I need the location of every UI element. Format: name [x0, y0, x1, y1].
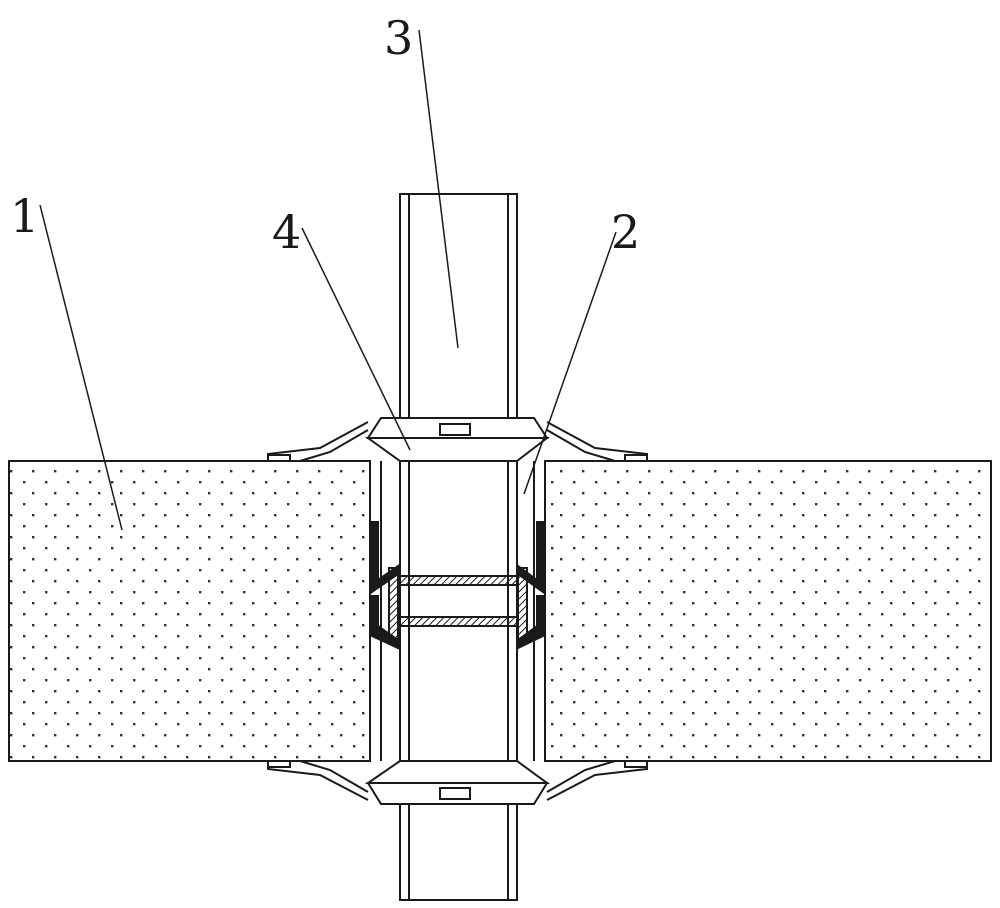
bottom-flange [267, 760, 648, 805]
inner-clamp [371, 521, 544, 650]
label-part-3: 3 [384, 11, 413, 65]
label-part-2: 2 [611, 205, 640, 259]
label-part-4: 4 [272, 205, 301, 259]
leader-line-4 [301, 227, 411, 451]
slab [8, 460, 992, 762]
leader-line-1 [39, 204, 123, 531]
leader-line-3 [418, 29, 459, 349]
slab-left-block [8, 460, 371, 762]
leader-lines [39, 29, 617, 531]
sleeve [369, 461, 546, 761]
label-part-1: 1 [10, 189, 39, 243]
slab-right-block [544, 460, 992, 762]
leader-line-2 [523, 231, 617, 495]
top-flange [267, 417, 648, 462]
